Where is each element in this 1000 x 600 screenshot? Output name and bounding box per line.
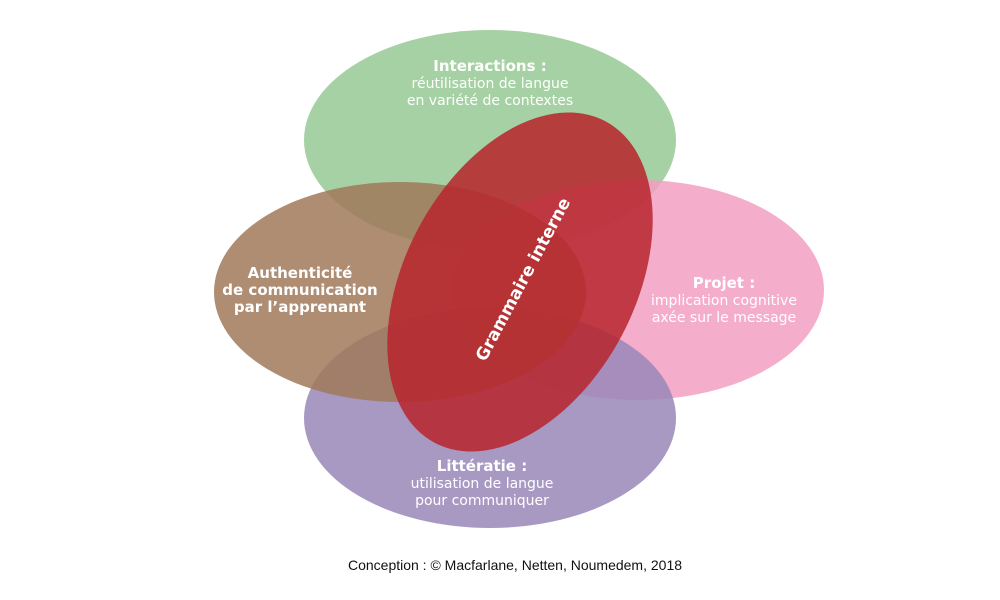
- projet-title: Projet :: [693, 274, 755, 292]
- interactions-line2: en variété de contextes: [407, 93, 573, 109]
- interactions-line1: réutilisation de langue: [412, 76, 569, 92]
- ellipse-grammaire-interne: [387, 112, 653, 452]
- authenticite-line3: par l’apprenant: [234, 298, 366, 316]
- projet-line2: axée sur le message: [652, 310, 796, 326]
- caption: Conception : © Macfarlane, Netten, Noume…: [347, 557, 683, 573]
- authenticite-line2: de communication: [222, 281, 377, 299]
- litteratie-line2: pour communiquer: [415, 493, 549, 509]
- litteratie-title: Littératie :: [437, 457, 527, 475]
- interactions-title: Interactions :: [433, 57, 546, 75]
- litteratie-line1: utilisation de langue: [411, 476, 554, 492]
- authenticite-line1: Authenticité: [248, 264, 353, 282]
- projet-line1: implication cognitive: [651, 293, 797, 309]
